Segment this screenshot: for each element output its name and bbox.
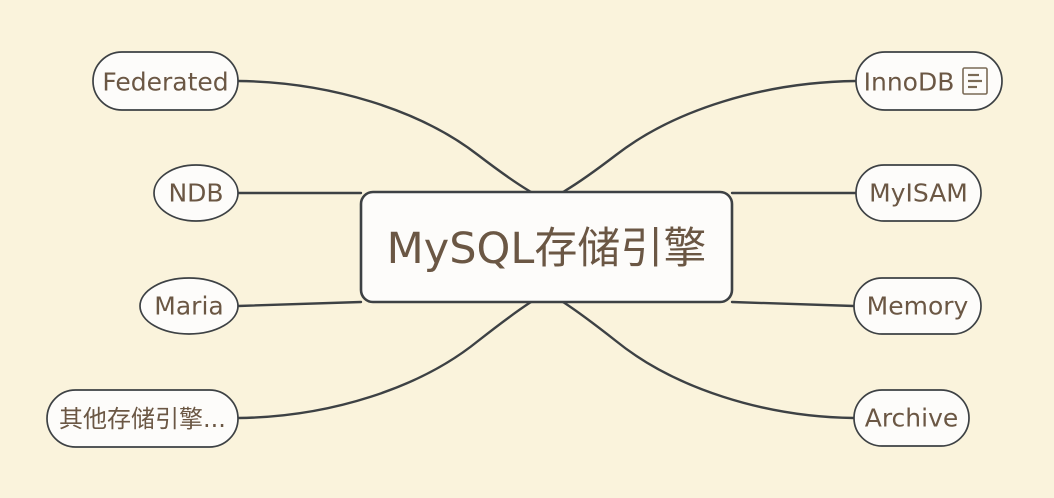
node-maria[interactable]: Maria: [139, 277, 239, 335]
node-other-engines-label: 其他存储引擎...: [59, 405, 226, 433]
note-icon: [962, 67, 988, 95]
node-archive-label: Archive: [865, 404, 959, 433]
node-myisam[interactable]: MyISAM: [855, 164, 982, 222]
node-innodb-shape: [855, 51, 1003, 111]
node-federated-label: Federated: [102, 68, 228, 97]
node-archive-shape: [853, 389, 970, 447]
node-other-engines-shape: [46, 389, 239, 448]
edge-other-to-center: [236, 300, 533, 420]
edge-memory-to-center: [730, 300, 856, 308]
node-central-label: MySQL存储引擎: [387, 224, 707, 274]
node-memory[interactable]: Memory: [853, 277, 982, 335]
node-federated[interactable]: Federated: [92, 51, 239, 111]
node-memory-shape: [853, 277, 982, 335]
edge-layer: [236, 79, 858, 420]
node-ndb[interactable]: NDB: [153, 164, 239, 222]
node-other-engines[interactable]: 其他存储引擎...: [46, 389, 239, 448]
edge-maria-to-center: [236, 300, 363, 308]
node-central-shape: [359, 190, 734, 304]
node-myisam-label: MyISAM: [869, 179, 968, 208]
node-ndb-label: NDB: [168, 179, 223, 208]
node-innodb-label: InnoDB: [864, 68, 955, 97]
node-innodb[interactable]: InnoDB: [855, 51, 1003, 111]
node-archive[interactable]: Archive: [853, 389, 970, 447]
node-myisam-shape: [855, 164, 982, 222]
edge-archive-to-center: [561, 300, 856, 420]
node-memory-label: Memory: [867, 292, 969, 321]
node-maria-shape: [139, 277, 239, 335]
edge-innodb-to-center: [561, 79, 858, 194]
edge-federated-to-center: [236, 79, 533, 194]
node-ndb-shape: [153, 164, 239, 222]
node-central[interactable]: MySQL存储引擎: [359, 190, 734, 304]
node-federated-shape: [92, 51, 239, 111]
node-maria-label: Maria: [154, 292, 223, 321]
